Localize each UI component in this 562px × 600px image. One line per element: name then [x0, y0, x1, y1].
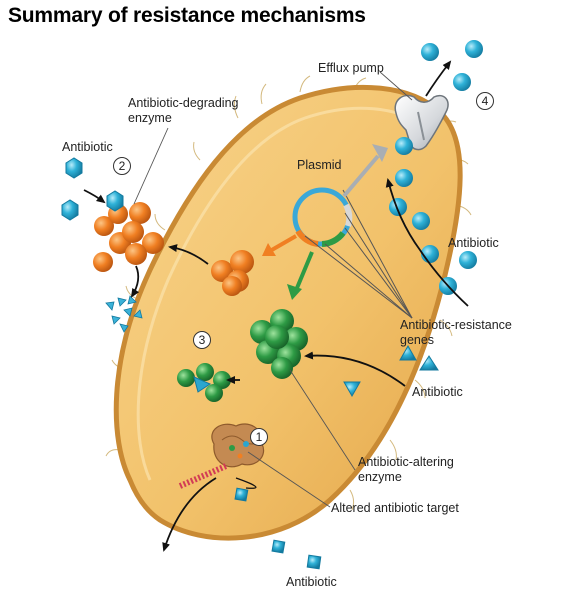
- plasmid-to-altering-enzyme-arrow: [295, 251, 314, 289]
- altered-target-label: Altered antibiotic target: [331, 501, 459, 515]
- antibiotic-bottom-label: Antibiotic: [286, 575, 337, 589]
- altering-enzyme-label-line2: enzyme: [358, 470, 402, 484]
- degrading-enzyme-label-line1: Antibiotic-degrading: [128, 96, 239, 110]
- antibiotic-degrading-enzyme-inside: [211, 250, 254, 296]
- antibiotic-right-label: Antibiotic: [448, 236, 499, 250]
- mechanism-number-3: 3: [193, 331, 211, 349]
- altering-enzyme-label-line1: Antibiotic-altering: [358, 455, 454, 469]
- mechanism-number-4: 4: [476, 92, 494, 110]
- antibiotic-squares: [234, 487, 322, 570]
- antibiotic-balls: [389, 40, 483, 295]
- mechanism-number-1: 1: [250, 428, 268, 446]
- leader-lines: [133, 71, 413, 508]
- resistance-genes-label-line2: genes: [400, 333, 435, 347]
- mrna-strand: [178, 463, 228, 489]
- antibiotic-left-label: Antibiotic: [62, 140, 113, 154]
- plasmid-icon: [292, 187, 353, 247]
- resistance-gene-lines: [304, 189, 413, 319]
- degrading-enzyme-label-line2: enzyme: [128, 111, 172, 125]
- antibiotic-altering-enzyme-cluster: [250, 309, 308, 379]
- antibiotic-triangle-label: Antibiotic: [412, 385, 463, 399]
- efflux-pump-label: Efflux pump: [318, 61, 384, 75]
- antibiotic-triangles: [343, 344, 439, 398]
- page-title: Summary of resistance mechanisms: [8, 4, 366, 27]
- plasmid-to-pump-arrow: [342, 154, 380, 198]
- resistance-genes-label-line1: Antibiotic-resistance: [400, 318, 512, 332]
- plasmid-label: Plasmid: [297, 158, 342, 172]
- antibiotic-hexagons: [61, 157, 124, 221]
- process-arrows: [83, 60, 469, 552]
- mechanism-number-2: 2: [113, 157, 131, 175]
- degraded-antibiotic-fragments: [105, 295, 143, 333]
- efflux-pump-icon: [394, 94, 449, 151]
- plasmid-to-degrading-enzyme-arrow: [269, 234, 297, 253]
- altered-antibiotic-complex: [177, 363, 231, 402]
